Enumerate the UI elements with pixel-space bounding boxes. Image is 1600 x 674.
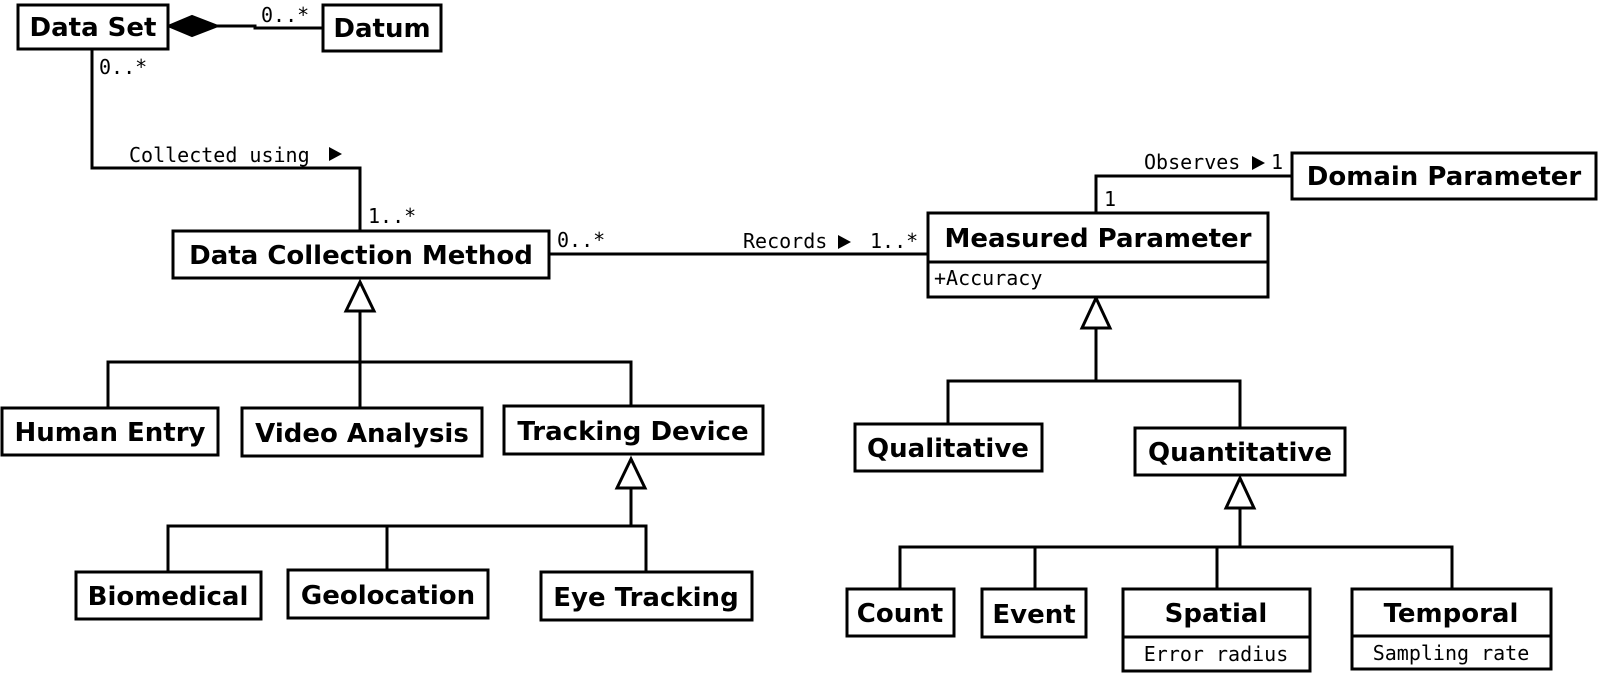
class-name: Temporal <box>1384 599 1519 629</box>
generalization-arrow-icon <box>1223 474 1257 510</box>
generalization-arrow-icon <box>1079 294 1113 330</box>
direction-arrow-icon <box>838 235 851 249</box>
class-name: Event <box>992 600 1075 630</box>
class-datum[interactable]: Datum <box>321 3 443 53</box>
class-name: Geolocation <box>301 581 475 611</box>
generalization-branch-measured <box>946 379 1242 428</box>
generalization-branch-dcm <box>106 360 633 408</box>
class-name: Count <box>857 599 943 629</box>
direction-arrow-icon <box>1252 156 1265 170</box>
association-line-collected-using <box>90 49 362 231</box>
composition-line-dataset-datum <box>215 24 322 30</box>
multiplicity-measured-observes: 1 <box>1104 187 1116 211</box>
class-name: Measured Parameter <box>944 224 1251 254</box>
class-tracking-device[interactable]: Tracking Device <box>502 404 765 456</box>
class-geolocation[interactable]: Geolocation <box>286 568 490 620</box>
class-measured-parameter[interactable]: Measured Parameter +Accuracy <box>926 211 1270 299</box>
composition-diamond-icon <box>165 14 221 38</box>
class-name: Human Entry <box>15 418 206 448</box>
class-qualitative[interactable]: Qualitative <box>853 422 1044 473</box>
multiplicity-domain: 1 <box>1271 150 1283 174</box>
multiplicity-dataset: 0..* <box>99 55 147 79</box>
class-name: Domain Parameter <box>1307 162 1582 192</box>
class-attribute: Error radius <box>1144 642 1289 666</box>
generalization-arrow-icon <box>343 278 377 313</box>
class-eye-tracking[interactable]: Eye Tracking <box>539 570 754 622</box>
class-name: Video Analysis <box>255 419 469 449</box>
generalization-arrow-icon <box>614 455 648 490</box>
class-quantitative[interactable]: Quantitative <box>1133 426 1347 477</box>
class-event[interactable]: Event <box>980 587 1088 639</box>
direction-arrow-icon <box>329 147 342 161</box>
association-label-observes: Observes <box>1144 150 1240 174</box>
association-line-observes <box>1094 174 1292 213</box>
multiplicity-dcm: 1..* <box>368 204 416 228</box>
class-name: Data Collection Method <box>189 241 533 271</box>
association-label-records: Records <box>743 229 827 253</box>
generalization-branch-tracking <box>166 524 648 572</box>
class-human-entry[interactable]: Human Entry <box>0 406 220 457</box>
class-temporal[interactable]: Temporal Sampling rate <box>1350 587 1553 671</box>
class-name: Data Set <box>30 13 157 43</box>
class-name: Quantitative <box>1148 438 1332 468</box>
class-name: Datum <box>333 14 430 44</box>
class-video-analysis[interactable]: Video Analysis <box>240 406 484 458</box>
class-biomedical[interactable]: Biomedical <box>74 570 263 621</box>
class-count[interactable]: Count <box>845 587 956 638</box>
class-spatial[interactable]: Spatial Error radius <box>1121 587 1312 673</box>
class-attribute: Sampling rate <box>1373 641 1530 665</box>
multiplicity-dcm-records: 0..* <box>557 228 605 252</box>
class-name: Eye Tracking <box>553 583 738 613</box>
class-data-collection-method[interactable]: Data Collection Method <box>171 229 551 280</box>
class-name: Spatial <box>1165 599 1268 629</box>
multiplicity-datum: 0..* <box>261 3 309 27</box>
class-domain-parameter[interactable]: Domain Parameter <box>1290 151 1598 201</box>
class-attribute: +Accuracy <box>934 266 1042 290</box>
association-label-collected-using: Collected using <box>129 143 310 167</box>
class-name: Qualitative <box>867 434 1029 464</box>
class-name: Biomedical <box>88 582 249 612</box>
multiplicity-measured-records: 1..* <box>870 229 918 253</box>
class-data-set[interactable]: Data Set <box>16 3 170 51</box>
class-name: Tracking Device <box>517 417 748 447</box>
generalization-branch-quantitative <box>898 545 1454 589</box>
